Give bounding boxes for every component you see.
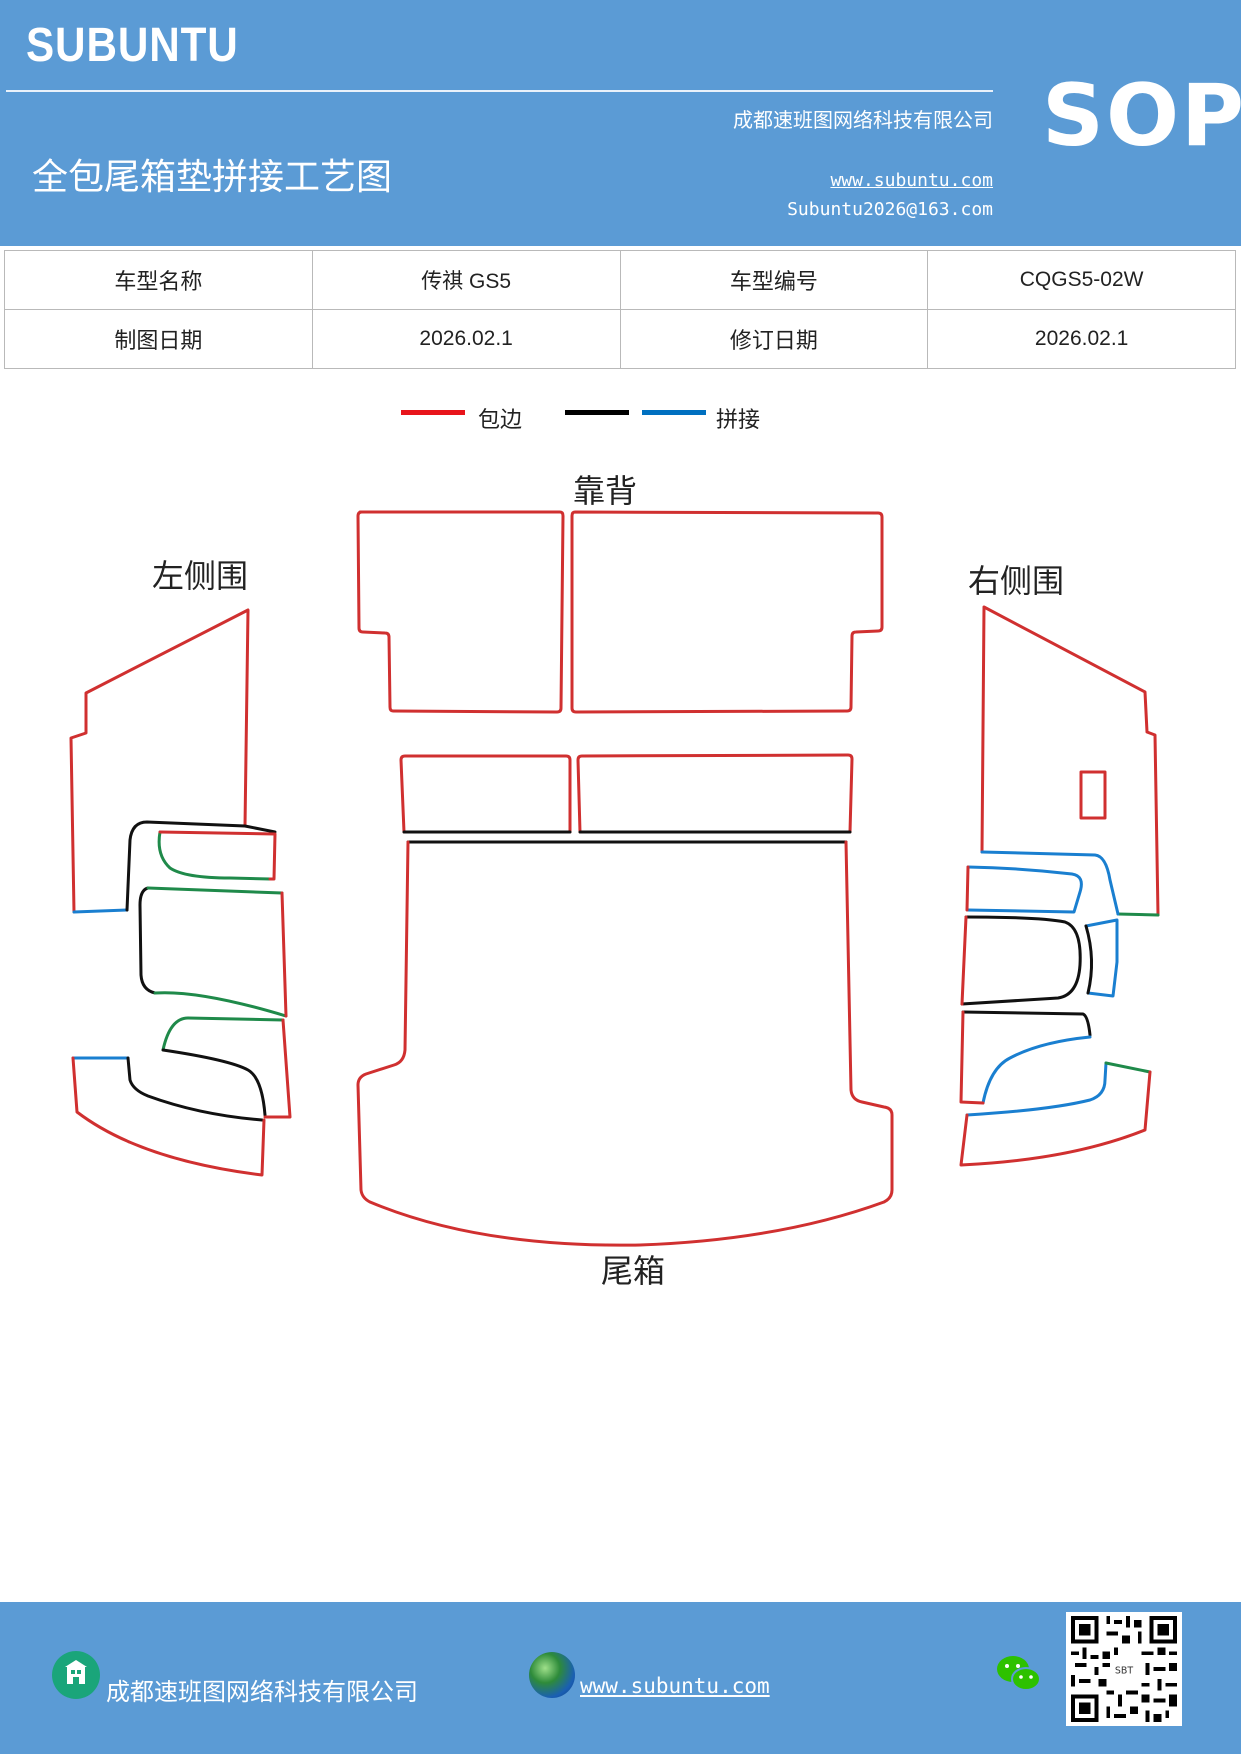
left-side-upper <box>69 608 250 914</box>
right-piece-b2-blue <box>1084 918 1119 998</box>
right-side-upper-red <box>980 605 1160 917</box>
left-piece-b-black <box>138 886 157 995</box>
draw-date-value: 2026.02.1 <box>311 309 621 369</box>
right-side-window <box>1079 770 1107 820</box>
revision-date-label: 修订日期 <box>619 309 929 369</box>
left-piece-a-red <box>158 830 277 881</box>
left-piece-b-green <box>146 886 288 1018</box>
right-piece-c-black <box>961 1010 1092 1037</box>
building-icon <box>52 1651 100 1699</box>
legend-label-splice: 拼接 <box>716 408 761 433</box>
right-piece-a-red <box>965 865 970 912</box>
brand-logo: SUBUNTU <box>26 19 239 72</box>
website-link[interactable]: www.subuntu.com <box>830 170 993 191</box>
left-piece-c-green <box>161 1016 285 1052</box>
table-row: 车型名称 传祺 GS5 车型编号 CQGS5-02W <box>4 250 1236 310</box>
header-divider <box>6 90 993 92</box>
legend-black-line <box>565 410 629 415</box>
label-left-side: 左侧围 <box>152 557 248 595</box>
model-name-label: 车型名称 <box>4 250 313 310</box>
middle-right-strip <box>576 753 854 834</box>
legend: 包边 拼接 <box>0 400 1241 440</box>
document-title: 全包尾箱垫拼接工艺图 <box>32 157 393 198</box>
model-code-label: 车型编号 <box>619 250 929 310</box>
footer-company-name: 成都速班图网络科技有限公司 <box>106 1678 418 1706</box>
mat-layout-diagram: 靠背 左侧围 右侧围 尾箱 <box>69 472 1160 1290</box>
globe-icon <box>529 1652 575 1698</box>
wechat-icon[interactable] <box>995 1652 1043 1696</box>
legend-label-binding: 包边 <box>478 408 523 433</box>
left-bottom-red <box>71 1056 266 1177</box>
left-bottom-black <box>126 1056 264 1122</box>
header-banner: SUBUNTU SOP 成都速班图网络科技有限公司 全包尾箱垫拼接工艺图 www… <box>0 0 1241 246</box>
left-piece-c-black <box>161 1048 267 1117</box>
label-right-side: 右侧围 <box>968 562 1064 600</box>
company-name: 成都速班图网络科技有限公司 <box>733 108 993 132</box>
svg-text:SBT: SBT <box>1115 1665 1133 1676</box>
right-bottom-red <box>959 1070 1152 1167</box>
left-side-black-a <box>125 820 277 912</box>
left-piece-b-red <box>280 891 288 1018</box>
model-code-value: CQGS5-02W <box>927 250 1236 310</box>
footer-banner: 成都速班图网络科技有限公司 www.subuntu.com <box>0 1602 1241 1754</box>
right-piece-b-red <box>960 915 968 1006</box>
right-piece-c-blue <box>981 1035 1092 1105</box>
right-side-blue-splice <box>980 850 1120 916</box>
right-piece-b-black <box>960 915 1082 1006</box>
right-bottom-green <box>1104 1061 1152 1074</box>
left-piece-c-red <box>263 1018 292 1119</box>
sop-mark: SOP <box>1042 66 1241 166</box>
legend-red-line <box>401 410 465 415</box>
trunk-floor-panel <box>356 840 894 1247</box>
middle-left-strip <box>399 754 572 834</box>
legend-blue-line <box>642 410 706 415</box>
backrest-left-panel <box>356 510 565 714</box>
label-backrest: 靠背 <box>573 472 637 510</box>
left-piece-a-green <box>157 830 272 881</box>
right-piece-a-blue <box>966 865 1083 914</box>
qr-code[interactable]: SBT <box>1066 1612 1182 1726</box>
revision-date-value: 2026.02.1 <box>927 309 1236 369</box>
vehicle-info-table: 车型名称 传祺 GS5 车型编号 CQGS5-02W 制图日期 2026.02.… <box>4 250 1236 369</box>
label-trunk: 尾箱 <box>601 1252 665 1290</box>
model-name-value: 传祺 GS5 <box>311 250 621 310</box>
right-bottom-blue <box>965 1061 1108 1117</box>
right-side-green-join <box>1116 912 1160 917</box>
email-address[interactable]: Subuntu2026@163.com <box>787 199 993 220</box>
right-piece-c-red <box>959 1010 985 1105</box>
draw-date-label: 制图日期 <box>4 309 313 369</box>
footer-website-link[interactable]: www.subuntu.com <box>580 1674 770 1698</box>
left-side-splice-bottom <box>72 908 129 914</box>
backrest-right-panel <box>570 510 884 714</box>
table-row: 制图日期 2026.02.1 修订日期 2026.02.1 <box>4 309 1236 369</box>
right-piece-b2-black <box>1084 924 1094 995</box>
